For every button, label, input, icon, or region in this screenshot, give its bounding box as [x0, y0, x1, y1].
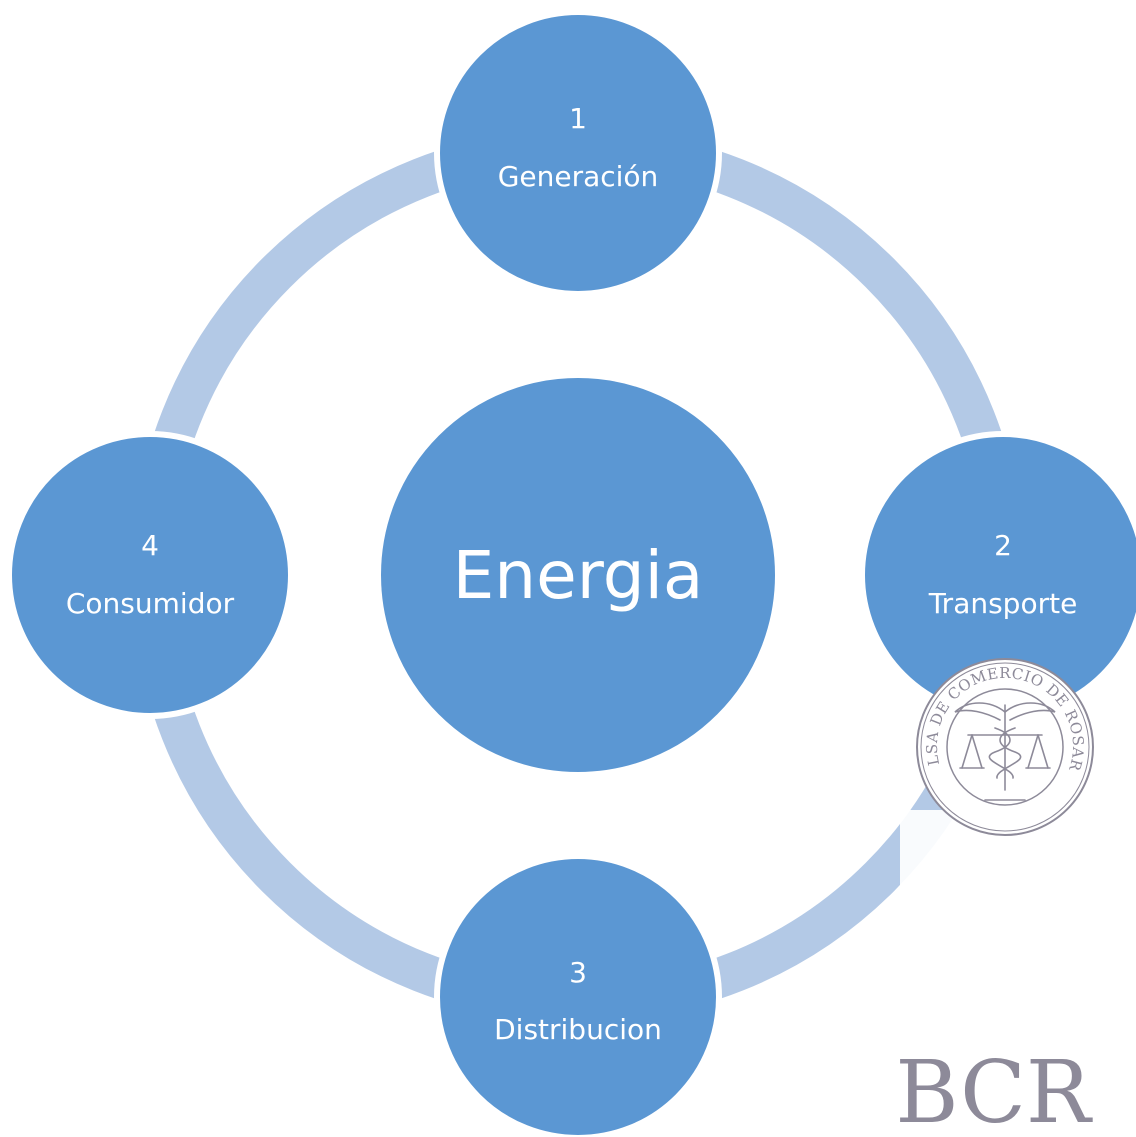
center-label: Energia: [453, 537, 704, 614]
node-label: Transporte: [928, 587, 1078, 620]
center-circle: [375, 372, 781, 778]
node-distribucion: 3 Distribucion: [434, 853, 722, 1137]
node-number: 1: [569, 102, 587, 135]
node-number: 2: [994, 529, 1012, 562]
node-circle: [6, 431, 294, 719]
center-node: Energia: [375, 372, 781, 778]
node-generacion: 1 Generación: [434, 9, 722, 297]
node-label: Generación: [498, 160, 659, 193]
node-circle: [434, 853, 722, 1137]
node-number: 3: [569, 956, 587, 989]
node-label: Consumidor: [66, 587, 235, 620]
caduceus-icon: [954, 702, 1056, 801]
bcr-wordmark: BCR: [895, 1043, 1093, 1137]
node-label: Distribucion: [494, 1013, 662, 1046]
node-transporte: 2 Transporte: [859, 431, 1136, 719]
node-number: 4: [141, 529, 159, 562]
node-consumidor: 4 Consumidor: [6, 431, 294, 719]
node-circle: [434, 9, 722, 297]
